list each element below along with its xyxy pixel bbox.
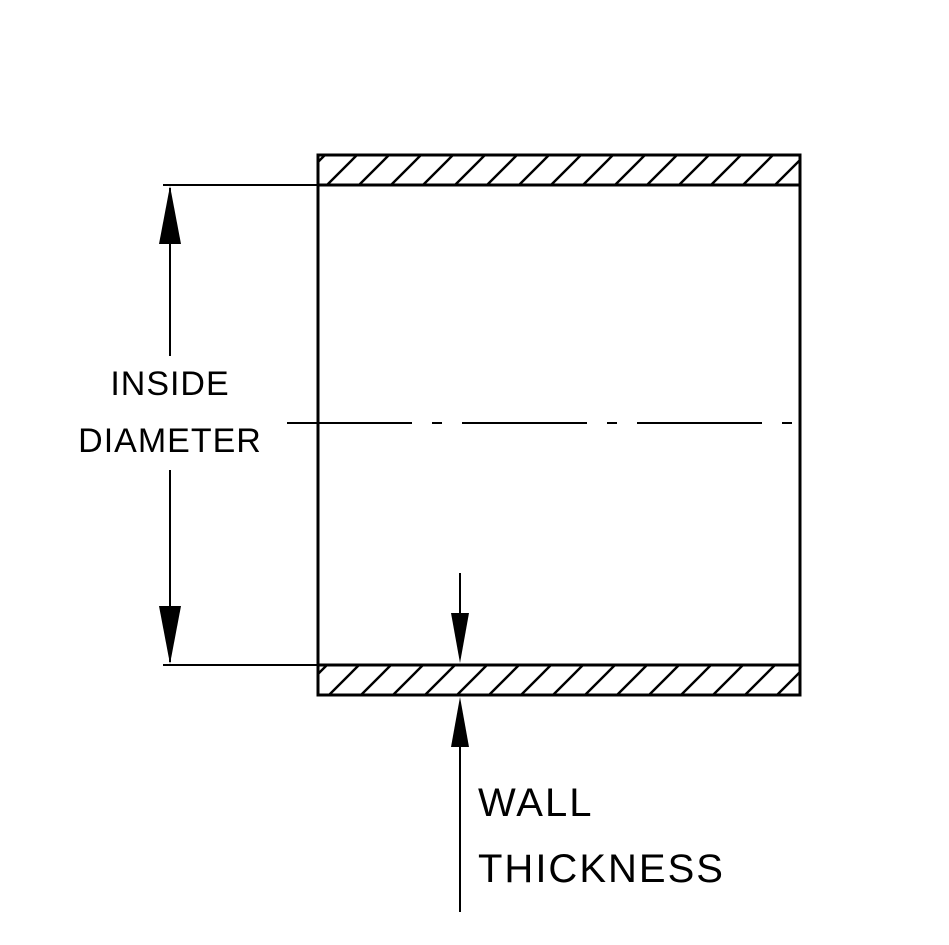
top-wall-hatch — [318, 155, 800, 185]
inside-diameter-label: INSIDE DIAMETER — [55, 356, 285, 470]
wall-thickness-label: WALL THICKNESS — [478, 770, 725, 902]
id-arrow-up — [159, 186, 181, 244]
id-arrow-down — [159, 606, 181, 664]
wt-arrow-up — [451, 697, 469, 747]
tube-outline — [316, 153, 802, 697]
bottom-wall-hatch — [318, 665, 800, 695]
wall-thickness-label-line2: THICKNESS — [478, 847, 725, 891]
inside-diameter-label-line2: DIAMETER — [78, 422, 262, 460]
inside-diameter-label-line1: INSIDE — [110, 365, 230, 403]
wall-thickness-label-line1: WALL — [478, 781, 594, 825]
wt-arrow-down — [451, 613, 469, 663]
